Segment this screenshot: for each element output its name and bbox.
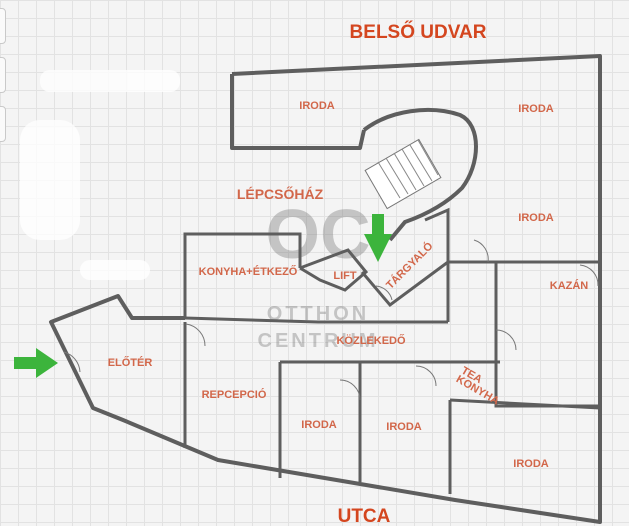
- room-office-right: IRODA: [518, 212, 554, 224]
- stair-core: [362, 108, 478, 242]
- stairwell-label: LÉPCSŐHÁZ: [237, 185, 324, 202]
- room-reception: REPCEPCIÓ: [202, 388, 267, 401]
- watermark-line2: CENTRUM: [258, 330, 379, 352]
- side-tab[interactable]: [0, 106, 6, 142]
- door-swings: [63, 239, 599, 401]
- room-corridor: KÖZLEKEDŐ: [336, 334, 406, 347]
- room-office-bottom-1: IRODA: [301, 419, 337, 431]
- side-tab[interactable]: [0, 8, 6, 44]
- room-lift: LIFT: [333, 270, 356, 282]
- room-meeting: TÁRGYALÓ: [383, 239, 435, 291]
- street-label: UTCA: [338, 506, 391, 526]
- internal-walls: [183, 207, 601, 494]
- watermark-line1: OTTHON: [267, 303, 369, 325]
- room-office-top-right: IRODA: [518, 103, 554, 115]
- outer-walls: [49, 54, 602, 524]
- room-office-top-left: IRODA: [299, 100, 335, 112]
- stair-arrow-icon: [364, 214, 392, 262]
- room-hall: ELŐTÉR: [108, 356, 153, 369]
- room-boiler: KAZÁN: [550, 279, 589, 292]
- stair-steps: [377, 139, 439, 199]
- side-tab[interactable]: [0, 57, 6, 93]
- room-office-bottom-2: IRODA: [386, 421, 422, 433]
- background-shading: [20, 70, 180, 280]
- room-office-bottom-3: IRODA: [513, 458, 549, 470]
- room-kitchen-dining: KONYHA+ÉTKEZŐ: [199, 265, 298, 278]
- entrance-arrow-icon: [14, 348, 58, 378]
- courtyard-label: BELSŐ UDVAR: [350, 21, 487, 43]
